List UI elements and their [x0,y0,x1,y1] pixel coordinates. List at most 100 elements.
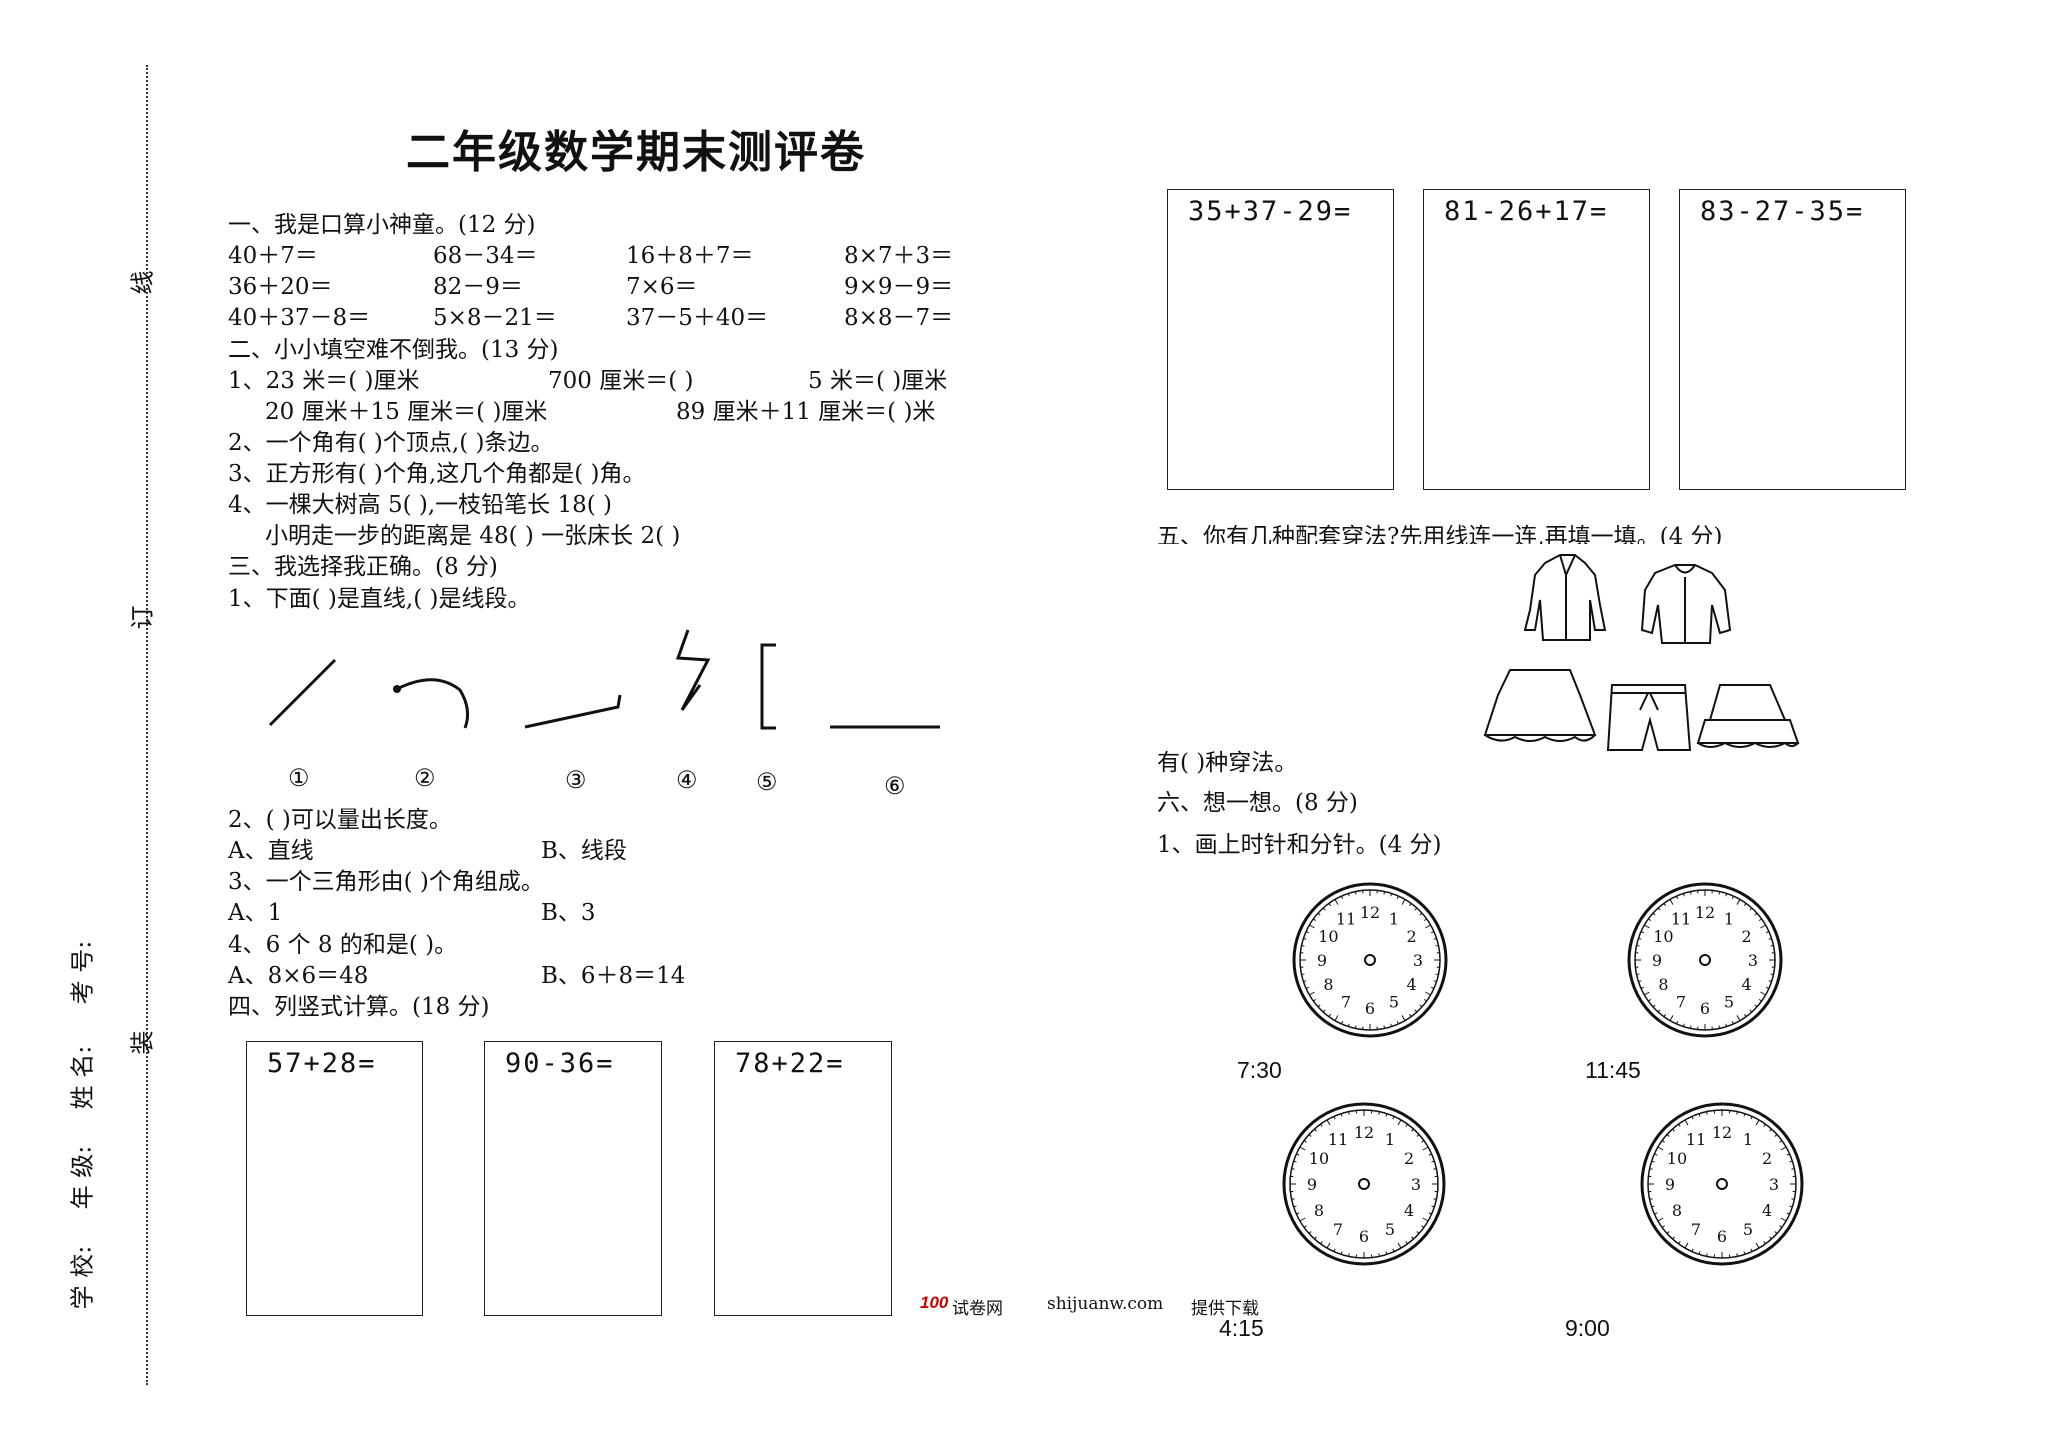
s2-l5: 小明走一步的距离是 48( ) 一张床长 2( ) [265,523,681,549]
footer-brand: 100 [920,1293,949,1312]
calc-box-6-expr: 83-27-35= [1700,196,1865,227]
margin-xian: 线 [128,270,157,295]
shirt-2-icon [1640,564,1732,644]
calc-box-1[interactable]: 57+28= [246,1041,423,1316]
calc-box-4[interactable]: 35+37-29= [1167,189,1394,490]
clock-number: 9 [1665,1175,1675,1194]
clock-number: 11 [1328,1130,1348,1149]
s2-l1a: 1、23 米＝( )厘米 [228,368,420,394]
mark-6: ⑥ [884,772,906,800]
s2-l2: 2、一个角有( )个顶点,( )条边。 [228,430,554,456]
clock-number: 1 [1724,909,1734,928]
shirt-1-icon [1523,554,1607,641]
s3-q3b: B、3 [541,900,596,926]
s1-r0c0: 40＋7＝ [228,243,318,269]
s3-q2a: A、直线 [228,838,314,864]
clock-number: 12 [1354,1123,1374,1142]
s3-q1: 1、下面( )是直线,( )是线段。 [228,586,531,612]
clock-number: 8 [1314,1201,1324,1220]
clock-number: 5 [1724,993,1734,1012]
s3-q3: 3、一个三角形由( )个角组成。 [228,869,544,895]
line-figures [268,629,940,730]
clock-number: 9 [1652,951,1662,970]
calc-box-6[interactable]: 83-27-35= [1679,189,1906,490]
margin-ding: 订 [128,605,157,630]
clock-number: 1 [1743,1130,1753,1149]
s3-q2: 2、( )可以量出长度。 [228,807,452,833]
clock-number: 10 [1318,927,1338,946]
clock-number: 10 [1653,927,1673,946]
clock-number: 1 [1389,909,1399,928]
skirt-1-icon [1483,669,1597,742]
binding-line [146,65,148,1385]
clock-number: 12 [1695,903,1715,922]
page-title: 二年级数学期末测评卷 [406,127,866,178]
mark-1: ① [288,764,310,792]
clock-number: 4 [1762,1201,1772,1220]
s3-q4: 4、6 个 8 的和是( )。 [228,932,458,958]
mark-5: ⑤ [756,768,778,796]
shorts-icon [1606,684,1692,751]
clock-number: 3 [1748,951,1758,970]
s1-r1c1: 82－9＝ [433,274,523,300]
calc-box-3[interactable]: 78+22= [714,1041,892,1316]
s1-r2c2: 37－5＋40＝ [626,305,769,331]
clock-number: 12 [1712,1123,1732,1142]
clock-number: 2 [1406,927,1416,946]
clock-number: 6 [1365,999,1375,1018]
calc-box-4-expr: 35+37-29= [1188,196,1353,227]
clock-number: 11 [1686,1130,1706,1149]
skirt-2-icon [1696,684,1800,748]
clock-number: 6 [1717,1227,1727,1246]
clock-number: 8 [1672,1201,1682,1220]
calc-box-2-expr: 90-36= [505,1048,615,1079]
clock-number: 2 [1762,1149,1772,1168]
clock-number: 7 [1691,1220,1701,1239]
time-label-3: 4:15 [1219,1315,1264,1341]
clock-number: 12 [1360,903,1380,922]
calc-box-1-expr: 57+28= [267,1048,377,1079]
mark-2: ② [414,764,436,792]
s2-l4: 4、一棵大树高 5( ),一枝铅笔长 18( ) [228,492,612,518]
s2-l1d: 20 厘米＋15 厘米＝( )厘米 [265,399,548,425]
s6-q1: 1、画上时针和分针。(4 分) [1157,832,1442,858]
s3-q4b: B、6＋8＝14 [541,963,686,989]
clock-number: 3 [1413,951,1423,970]
calc-box-2[interactable]: 90-36= [484,1041,662,1316]
s1-r0c3: 8×7＋3＝ [844,243,954,269]
margin-zhuang: 装 [128,1030,157,1055]
clock-number: 4 [1404,1201,1414,1220]
calc-box-5[interactable]: 81-26+17= [1423,189,1650,490]
s1-r0c2: 16＋8＋7＝ [626,243,754,269]
mark-3: ③ [565,766,587,794]
footer-note: 提供下载 [1191,1299,1259,1319]
clock-number: 3 [1411,1175,1421,1194]
s1-r2c1: 5×8－21＝ [433,305,557,331]
s1-r1c3: 9×9－9＝ [844,274,954,300]
s1-heading: 一、我是口算小神童。(12 分) [228,212,536,238]
margin-name: 姓 名: [68,1045,97,1110]
s2-l1b: 700 厘米＝( ) [548,368,694,394]
s1-r2c3: 8×8－7＝ [844,305,954,331]
s3-q3a: A、1 [228,900,283,926]
s1-r2c0: 40＋37－8＝ [228,305,371,331]
mark-4: ④ [676,766,698,794]
s2-heading: 二、小小填空难不倒我。(13 分) [228,337,559,363]
clock-number: 9 [1307,1175,1317,1194]
clock-number: 5 [1385,1220,1395,1239]
s4-heading: 四、列竖式计算。(18 分) [228,994,490,1020]
s2-l1c: 5 米＝( )厘米 [808,368,948,394]
margin-school: 学 校: [68,1245,97,1310]
s1-r1c2: 7×6＝ [626,274,698,300]
clock-number: 4 [1741,975,1751,994]
calc-box-3-expr: 78+22= [735,1048,845,1079]
s5-heading: 五、你有几种配套穿法?先用线连一连,再填一填。(4 分) [1157,524,1723,544]
clock-number: 8 [1323,975,1333,994]
margin-id: 考 号: [68,940,97,1005]
clock-number: 2 [1741,927,1751,946]
s6-heading: 六、想一想。(8 分) [1157,790,1358,816]
